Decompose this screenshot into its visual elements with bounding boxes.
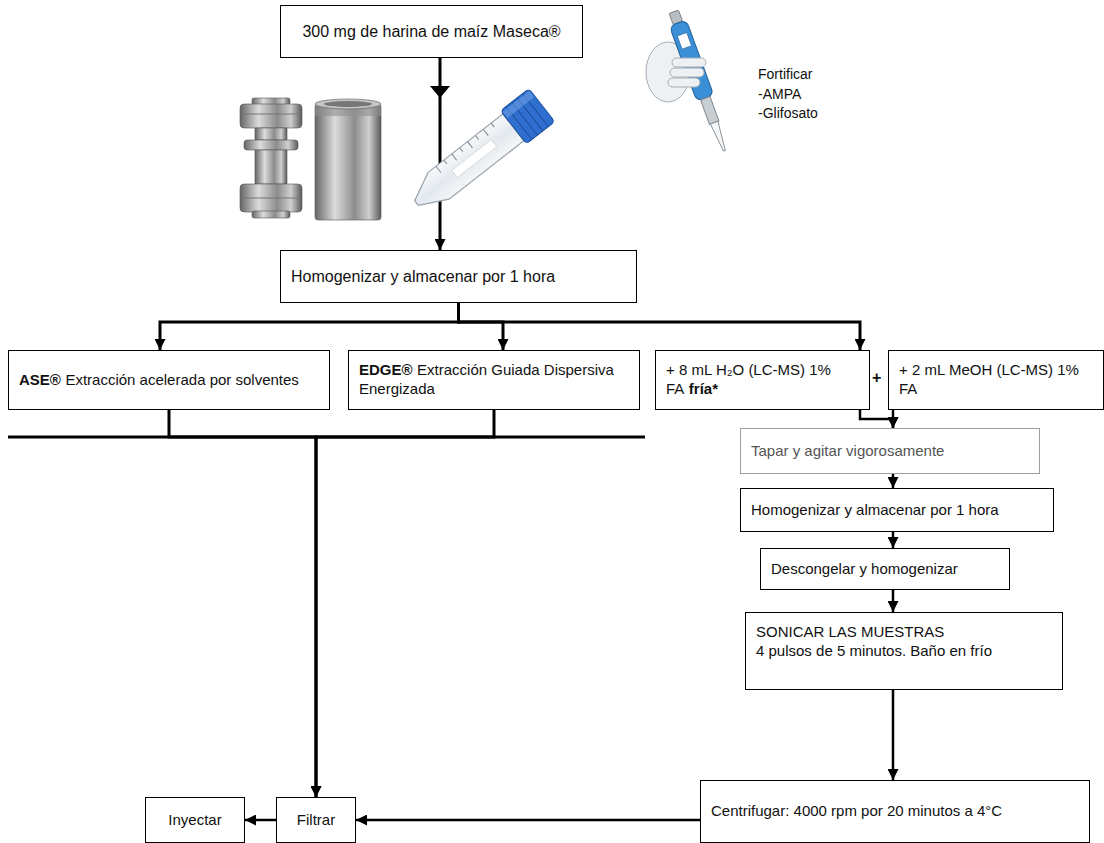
box-text: Tapar y agitar vigorosamente bbox=[751, 442, 1029, 461]
flow-arrow bbox=[245, 819, 276, 822]
flow-arrow bbox=[459, 303, 504, 350]
flow-arrow bbox=[459, 303, 861, 350]
box-content: Filtrar bbox=[287, 811, 345, 830]
reagent-box: + 8 mL H₂O (LC-MS) 1% FAfría* bbox=[655, 350, 870, 410]
box-content: Tapar y agitar vigorosamente bbox=[751, 442, 1029, 461]
box-content: Centrifugar: 4000 rpm por 20 minutos a 4… bbox=[711, 802, 1079, 821]
box-text: 4 pulsos de 5 minutos. Baño en frío bbox=[756, 642, 1052, 661]
box-text: Inyectar bbox=[156, 811, 234, 830]
box-text: Filtrar bbox=[287, 811, 345, 830]
box-content: SONICAR LAS MUESTRAS4 pulsos de 5 minuto… bbox=[756, 623, 1052, 661]
extraction-box: ASE®Extracción acelerada por solventes bbox=[8, 350, 330, 410]
box-content: EDGE®Extracción Guiada Dispersiva Energi… bbox=[359, 361, 629, 399]
flow-arrow bbox=[892, 690, 895, 780]
flow-arrow bbox=[356, 819, 700, 822]
stainless-cell bbox=[315, 99, 381, 220]
reagent-box: + 2 mL MeOH (LC-MS) 1% FA bbox=[888, 350, 1104, 410]
box-text: 300 mg de harina de maíz Maseca® bbox=[291, 22, 572, 42]
flow-arrow bbox=[892, 590, 895, 612]
step-box: SONICAR LAS MUESTRAS4 pulsos de 5 minuto… bbox=[745, 612, 1063, 690]
arrow-head bbox=[430, 86, 450, 98]
box-text: Homogenizar y almacenar por 1 hora bbox=[291, 267, 626, 287]
box-content: Descongelar y homogenizar bbox=[771, 560, 999, 579]
box-text: Extracción acelerada por solventes bbox=[65, 371, 298, 388]
step-box: Tapar y agitar vigorosamente bbox=[740, 428, 1040, 474]
extraction-cell-parts bbox=[240, 98, 302, 218]
flow-arrow bbox=[892, 532, 895, 548]
merge-bar bbox=[8, 436, 645, 439]
box-text: SONICAR LAS MUESTRAS bbox=[756, 623, 1052, 642]
step-box: Inyectar bbox=[145, 797, 245, 843]
box-content: Homogenizar y almacenar por 1 hora bbox=[751, 501, 1043, 520]
centrifuge-tube bbox=[404, 89, 555, 220]
flow-arrow bbox=[160, 303, 459, 350]
flow-arrow bbox=[892, 410, 895, 428]
box-text: Descongelar y homogenizar bbox=[771, 560, 999, 579]
box-text: ASE® bbox=[19, 371, 61, 388]
box-text: + 2 mL MeOH (LC-MS) 1% FA bbox=[899, 361, 1093, 399]
box-content: 300 mg de harina de maíz Maseca® bbox=[291, 22, 572, 42]
box-text: fría* bbox=[689, 380, 718, 397]
pipette-hand bbox=[646, 9, 733, 154]
box-content: + 8 mL H₂O (LC-MS) 1% FAfría* bbox=[666, 361, 859, 399]
process-box: 300 mg de harina de maíz Maseca® bbox=[280, 5, 583, 58]
box-content: Homogenizar y almacenar por 1 hora bbox=[291, 267, 626, 287]
step-box: Centrifugar: 4000 rpm por 20 minutos a 4… bbox=[700, 780, 1090, 843]
box-content: Inyectar bbox=[156, 811, 234, 830]
process-box: Homogenizar y almacenar por 1 hora bbox=[280, 250, 637, 303]
box-content: + 2 mL MeOH (LC-MS) 1% FA bbox=[899, 361, 1093, 399]
flow-arrow bbox=[169, 410, 316, 797]
flow-arrow bbox=[892, 474, 895, 488]
box-text: EDGE® bbox=[359, 361, 413, 378]
annotation-label: -AMPA bbox=[758, 86, 801, 103]
box-text: Homogenizar y almacenar por 1 hora bbox=[751, 501, 1043, 520]
box-content: ASE®Extracción acelerada por solventes bbox=[19, 371, 319, 390]
step-box: Filtrar bbox=[276, 797, 356, 843]
extraction-box: EDGE®Extracción Guiada Dispersiva Energi… bbox=[348, 350, 640, 410]
flow-arrow bbox=[316, 410, 494, 797]
flow-arrow bbox=[860, 410, 893, 428]
step-box: Homogenizar y almacenar por 1 hora bbox=[740, 488, 1054, 532]
annotation-label: Fortificar bbox=[758, 66, 812, 83]
annotation-label: + bbox=[872, 368, 881, 387]
box-text: Centrifugar: 4000 rpm por 20 minutos a 4… bbox=[711, 802, 1079, 821]
annotation-label: -Glifosato bbox=[758, 105, 818, 122]
step-box: Descongelar y homogenizar bbox=[760, 548, 1010, 590]
